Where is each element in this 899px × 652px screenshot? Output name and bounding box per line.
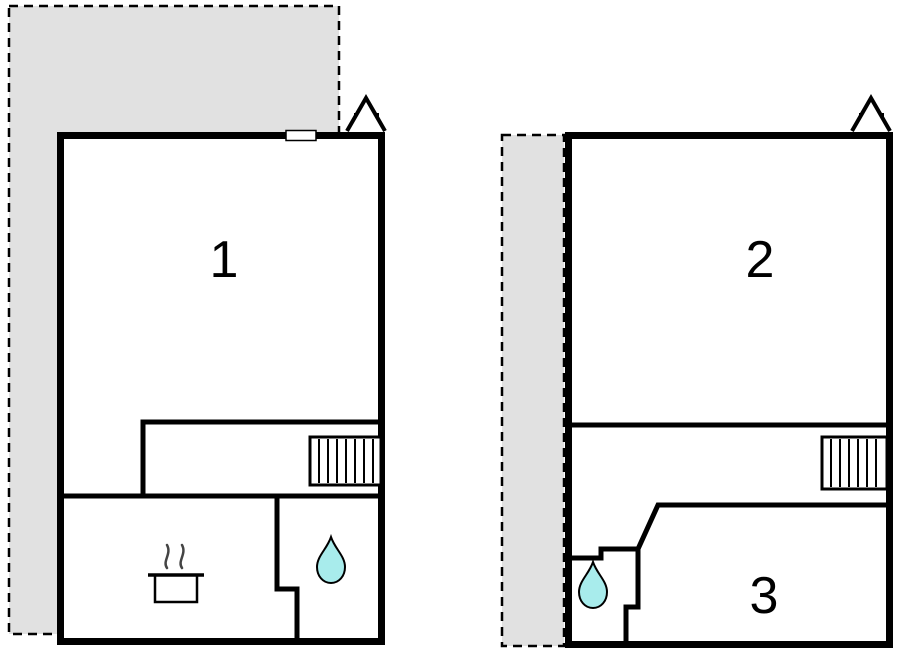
water-drop-icon xyxy=(315,533,347,585)
chimney-roof xyxy=(345,93,387,132)
stove-pot-icon xyxy=(148,543,204,604)
floor-plan-left: 1 xyxy=(7,4,387,645)
room-label: 3 xyxy=(750,567,779,625)
terrace-strip xyxy=(500,133,566,648)
stairs-icon xyxy=(820,435,889,491)
steam-line xyxy=(164,543,170,570)
stairs-icon xyxy=(308,435,383,487)
interior-walls xyxy=(570,422,888,642)
water-drop-icon xyxy=(577,558,609,610)
chimney-icon xyxy=(850,93,892,132)
floor-plan-right: 2 3 xyxy=(500,93,893,648)
interior-walls xyxy=(62,419,382,641)
chimney-roof xyxy=(850,93,892,132)
window-opening xyxy=(285,129,317,142)
steam-line xyxy=(179,543,185,570)
chimney-icon xyxy=(345,93,387,132)
building-outline xyxy=(565,132,893,648)
pot-body xyxy=(153,573,199,604)
stair-steps xyxy=(318,439,374,483)
room-label: 2 xyxy=(746,231,775,289)
room-label: 1 xyxy=(210,231,239,289)
stair-steps xyxy=(830,439,877,487)
